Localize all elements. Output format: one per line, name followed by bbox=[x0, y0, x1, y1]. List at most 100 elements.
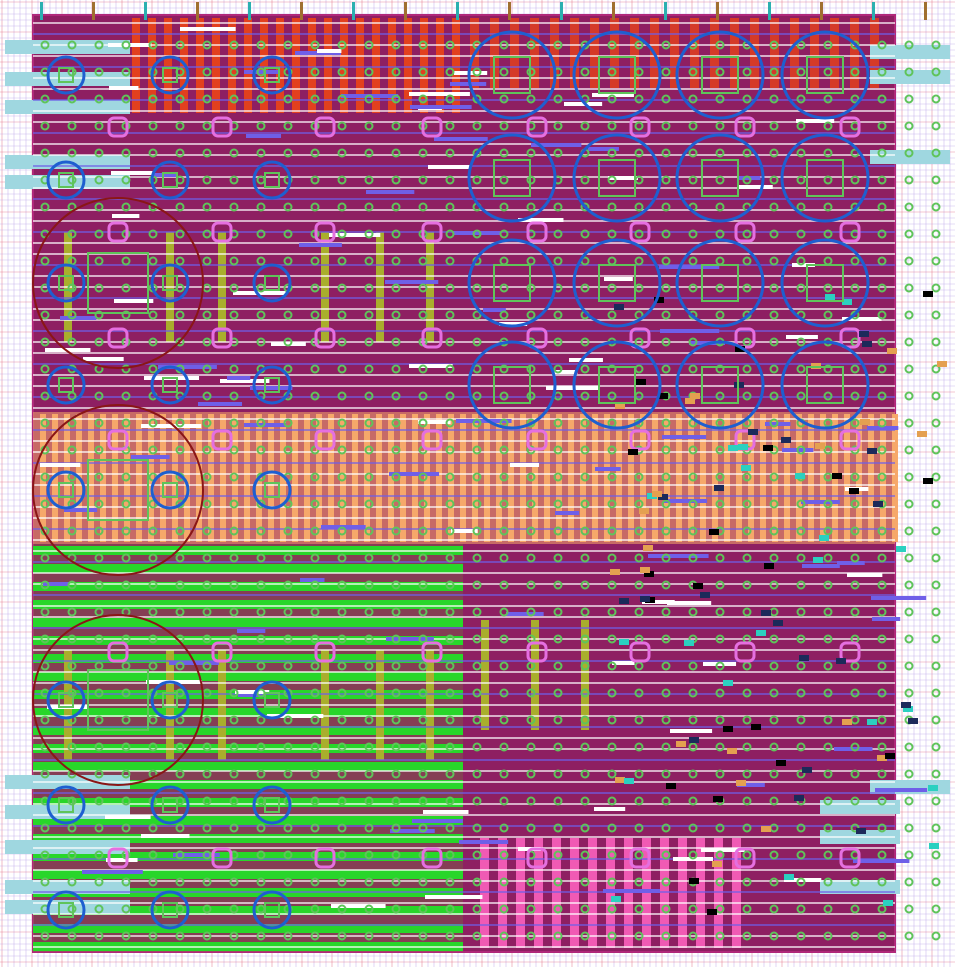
pad-square bbox=[264, 377, 280, 393]
pink-via-icon bbox=[107, 429, 129, 451]
track-segment bbox=[238, 693, 266, 697]
horizontal-track bbox=[33, 649, 895, 651]
via-square-icon bbox=[121, 283, 131, 293]
via-square-icon bbox=[688, 742, 698, 752]
via-square-icon bbox=[148, 850, 158, 860]
track-segment bbox=[872, 617, 901, 621]
logic-cell bbox=[764, 563, 774, 569]
via-square-icon bbox=[283, 742, 293, 752]
horizontal-track bbox=[33, 132, 895, 134]
via-square-icon bbox=[850, 688, 860, 698]
orange-strap bbox=[604, 414, 610, 542]
via-square-icon bbox=[742, 499, 752, 509]
via-square-icon bbox=[391, 661, 401, 671]
via-square-icon bbox=[553, 148, 563, 158]
via-square-icon bbox=[499, 634, 509, 644]
via-square-icon bbox=[580, 661, 590, 671]
via-square-icon bbox=[769, 715, 779, 725]
via-square-icon bbox=[634, 796, 644, 806]
via-square-icon bbox=[742, 148, 752, 158]
pad-ring-icon bbox=[252, 680, 292, 720]
via-square-icon bbox=[634, 877, 644, 887]
via-square-icon bbox=[877, 661, 887, 671]
via-square-icon bbox=[634, 472, 644, 482]
pink-via-icon bbox=[734, 847, 756, 869]
via-square-icon bbox=[391, 94, 401, 104]
via-square-icon bbox=[931, 310, 941, 320]
pink-via-icon bbox=[211, 847, 233, 869]
orange-strap bbox=[700, 414, 706, 542]
via-square-icon bbox=[688, 607, 698, 617]
track-segment bbox=[483, 308, 506, 312]
via-square-icon bbox=[256, 526, 266, 536]
via-square-icon bbox=[67, 445, 77, 455]
track-segment bbox=[329, 233, 381, 237]
track-segment bbox=[499, 322, 528, 326]
horizontal-track bbox=[33, 77, 895, 79]
via-square-icon bbox=[391, 715, 401, 725]
logic-cell bbox=[860, 419, 870, 425]
via-square-icon bbox=[688, 472, 698, 482]
track-segment bbox=[141, 424, 202, 428]
via-square-icon bbox=[67, 634, 77, 644]
via-square-icon bbox=[904, 472, 914, 482]
track-segment bbox=[842, 317, 882, 321]
via-square-icon bbox=[877, 688, 887, 698]
pad-square bbox=[598, 264, 636, 302]
via-square-icon bbox=[418, 823, 428, 833]
track-segment bbox=[389, 472, 440, 476]
via-square-icon bbox=[337, 877, 347, 887]
via-square-icon bbox=[607, 877, 617, 887]
via-square-icon bbox=[931, 121, 941, 131]
top-pin bbox=[820, 2, 823, 20]
via-square-icon bbox=[94, 580, 104, 590]
via-square-icon bbox=[553, 661, 563, 671]
via-square-icon bbox=[931, 526, 941, 536]
via-square-icon bbox=[607, 175, 617, 185]
via-square-icon bbox=[769, 175, 779, 185]
top-pin bbox=[508, 2, 511, 20]
via-square-icon bbox=[445, 256, 455, 266]
track-segment bbox=[131, 455, 170, 459]
via-square-icon bbox=[850, 877, 860, 887]
via-square-icon bbox=[715, 715, 725, 725]
pad-square bbox=[58, 692, 74, 708]
pad-square bbox=[264, 692, 280, 708]
track-segment bbox=[796, 119, 835, 123]
via-square-icon bbox=[661, 634, 671, 644]
via-square-icon bbox=[931, 472, 941, 482]
via-square-icon bbox=[472, 931, 482, 941]
orange-strap bbox=[844, 414, 850, 542]
via-square-icon bbox=[580, 499, 590, 509]
via-square-icon bbox=[94, 148, 104, 158]
track-segment bbox=[604, 277, 633, 281]
logic-cell bbox=[877, 755, 887, 761]
via-square-icon bbox=[769, 121, 779, 131]
via-square-icon bbox=[364, 121, 374, 131]
via-square-icon bbox=[715, 310, 725, 320]
via-square-icon bbox=[715, 121, 725, 131]
track-segment bbox=[244, 70, 281, 74]
via-square-icon bbox=[202, 499, 212, 509]
red-strap bbox=[228, 18, 236, 113]
via-square-icon bbox=[391, 553, 401, 563]
via-square-icon bbox=[499, 877, 509, 887]
via-square-icon bbox=[148, 256, 158, 266]
via-square-icon bbox=[256, 580, 266, 590]
via-square-icon bbox=[337, 67, 347, 77]
pad-square bbox=[264, 172, 280, 188]
via-square-icon bbox=[202, 769, 212, 779]
via-square-icon bbox=[418, 661, 428, 671]
red-strap-right bbox=[630, 18, 639, 88]
top-pin bbox=[92, 2, 95, 20]
horizontal-track bbox=[33, 825, 895, 827]
via-square-icon bbox=[445, 121, 455, 131]
via-square-icon bbox=[742, 715, 752, 725]
pad-square bbox=[58, 482, 74, 498]
pad-square bbox=[806, 159, 844, 197]
via-square-icon bbox=[445, 688, 455, 698]
via-square-icon bbox=[904, 904, 914, 914]
via-square-icon bbox=[202, 337, 212, 347]
via-square-icon bbox=[364, 877, 374, 887]
horizontal-track bbox=[33, 858, 895, 860]
